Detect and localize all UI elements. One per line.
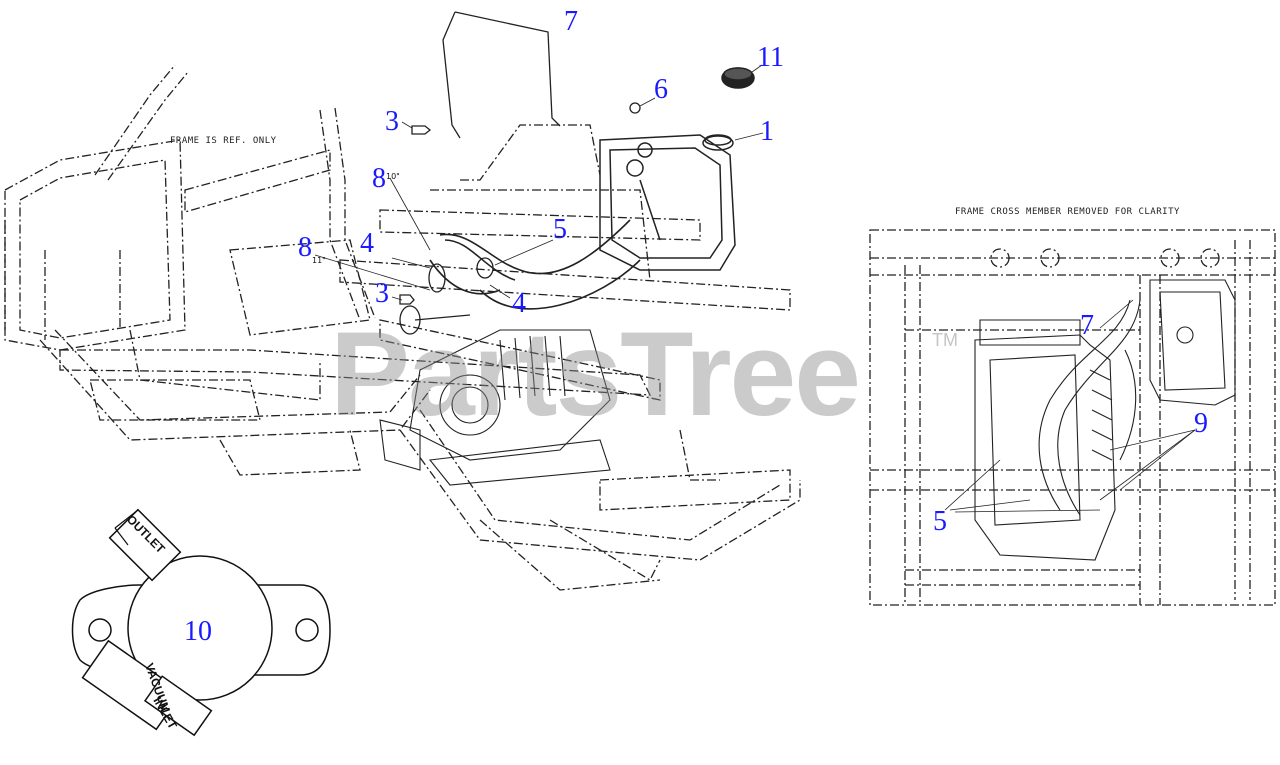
watermark-tm: TM xyxy=(932,330,958,350)
note-frame-ref: FRAME IS REF. ONLY xyxy=(170,136,277,146)
frame-structure xyxy=(4,64,801,591)
callout-5-inset[interactable]: 5 xyxy=(933,506,947,537)
clip-parts xyxy=(399,125,432,305)
fuel-cap xyxy=(721,67,755,89)
callout-4-left[interactable]: 4 xyxy=(360,228,374,259)
watermark: PartsTree xyxy=(330,307,861,441)
callout-1[interactable]: 1 xyxy=(760,116,774,147)
leader-lines xyxy=(314,64,1196,513)
washer xyxy=(629,102,641,114)
callout-9[interactable]: 9 xyxy=(1194,408,1208,439)
fuel-pump-detail xyxy=(71,508,331,737)
callout-5-main[interactable]: 5 xyxy=(553,214,567,245)
callout-10[interactable]: 10 xyxy=(184,616,212,647)
fuel-tank xyxy=(599,134,736,271)
callout-3-bottom[interactable]: 3 xyxy=(375,278,389,309)
wire-bracket xyxy=(442,11,561,139)
callout-8-top[interactable]: 8 xyxy=(372,163,386,194)
fuel-filter-main xyxy=(399,257,494,335)
callout-8-bottom[interactable]: 8 xyxy=(298,232,312,263)
callout-7-inset[interactable]: 7 xyxy=(1080,310,1094,341)
inset-detail xyxy=(869,229,1276,606)
fuel-hoses xyxy=(429,219,641,310)
callout-4-right[interactable]: 4 xyxy=(512,288,526,319)
note-cross-member: FRAME CROSS MEMBER REMOVED FOR CLARITY xyxy=(955,207,1180,217)
engine xyxy=(379,329,611,486)
callout-3-top[interactable]: 3 xyxy=(385,106,399,137)
callout-11[interactable]: 11 xyxy=(757,42,784,73)
dimension-11in: 11" xyxy=(312,256,326,265)
inset-engine xyxy=(974,279,1236,561)
callout-6[interactable]: 6 xyxy=(654,74,668,105)
dimension-10in: 10" xyxy=(386,172,400,181)
callout-7-main[interactable]: 7 xyxy=(564,6,578,37)
